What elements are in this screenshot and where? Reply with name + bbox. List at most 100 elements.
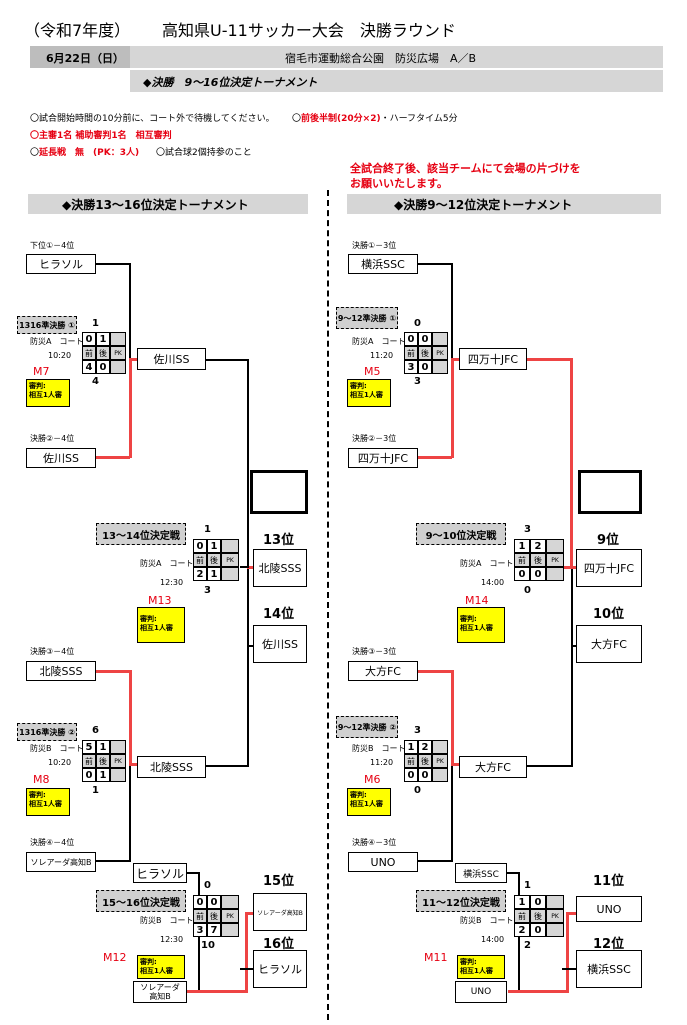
rank-label: 13位 <box>263 533 295 548</box>
date-cell-bg <box>30 46 130 68</box>
winner-line <box>247 566 253 569</box>
left-heading: ◆決勝13～16位決定トーナメント <box>62 198 249 212</box>
match-label: 9～12準決勝 ② <box>336 716 398 738</box>
rank-team-box: 北陵SSS <box>253 549 307 587</box>
note-halves-red: 前後半制(20分×2) <box>301 114 381 124</box>
score-total: 4 <box>92 376 99 387</box>
winner-line <box>451 358 459 361</box>
score-cell <box>432 332 448 346</box>
bracket-line <box>418 860 452 862</box>
winner-line <box>129 358 132 458</box>
score-total: 0 <box>204 880 211 891</box>
court-label: 防災A コート <box>30 337 84 346</box>
score-cell: 0 <box>404 332 418 346</box>
score-cell: 0 <box>96 360 110 374</box>
date-band <box>30 46 663 68</box>
court-label: 防災A コート <box>460 559 514 568</box>
referee-label: 審判: <box>350 791 367 799</box>
match-label: 9～12準決勝 ① <box>336 307 398 329</box>
score-cell: 4 <box>82 360 96 374</box>
team-box: ソレアーダ高知B <box>26 852 96 872</box>
team-box: 北陵SSS <box>26 661 96 681</box>
winner-line <box>129 358 137 361</box>
bracket-line <box>527 765 573 767</box>
referee-box: 審判:相互1人審 <box>457 955 505 979</box>
match-number: M12 <box>103 951 127 964</box>
match-number: M14 <box>465 594 489 607</box>
score-cell: 0 <box>207 895 221 909</box>
rank-label: 15位 <box>263 874 295 889</box>
champion-blank-box <box>250 470 308 514</box>
winner-box: 四万十JFC <box>459 348 527 370</box>
bracket-line <box>562 968 576 970</box>
team-box: ソレアーダ高知B <box>133 981 187 1003</box>
bracket-line <box>129 766 131 862</box>
second-half-label: 後 <box>418 754 432 768</box>
score-cell: 1 <box>96 332 110 346</box>
winner-line <box>245 912 253 915</box>
winner-line <box>451 670 454 766</box>
score-total: 1 <box>92 318 99 329</box>
score-cell <box>221 539 239 553</box>
team-box: 大方FC <box>348 661 418 681</box>
rank-label: 11位 <box>593 874 625 889</box>
referee-box: 審判:相互1人審 <box>26 788 70 816</box>
rank-team-box: 四万十JFC <box>576 549 642 587</box>
referee-label: 審判: <box>29 791 46 799</box>
bracket-line <box>206 359 248 361</box>
right-heading: ◆決勝9～12位決定トーナメント <box>394 198 573 212</box>
score-total: 1 <box>92 785 99 796</box>
score-cell <box>110 740 126 754</box>
score-cell <box>546 567 564 581</box>
pk-label: PK <box>221 909 239 923</box>
score-total: 6 <box>92 725 99 736</box>
center-divider <box>327 190 329 1020</box>
bracket-line <box>206 765 249 767</box>
referee-box: 審判:相互1人審 <box>137 607 185 643</box>
court-label: 防災A コート <box>140 559 194 568</box>
score-cell: 0 <box>82 332 96 346</box>
match-label: 1316準決勝 ② <box>17 723 77 741</box>
right-heading-band <box>347 194 661 214</box>
referee-value: 相互1人審 <box>460 624 493 632</box>
score-cell: 0 <box>514 567 530 581</box>
score-total: 1 <box>524 880 531 891</box>
court-label: 防災B コート <box>352 744 406 753</box>
match-label: 15～16位決定戦 <box>96 890 186 912</box>
referee-value: 相互1人審 <box>29 391 62 399</box>
team-box: ヒラソル <box>26 254 96 274</box>
second-half-label: 後 <box>530 909 546 923</box>
note-overtime-mark: 〇 <box>30 148 40 158</box>
bracket-line <box>507 872 519 874</box>
referee-value: 相互1人審 <box>350 391 383 399</box>
kickoff-time: 12:30 <box>160 578 184 587</box>
score-total: 0 <box>414 318 421 329</box>
bracket-line <box>451 263 453 361</box>
score-cell: 2 <box>514 923 530 937</box>
kickoff-time: 14:00 <box>481 578 505 587</box>
score-cell: 1 <box>207 567 221 581</box>
rank-team-box: ヒラソル <box>253 950 307 988</box>
referee-value: 相互1人審 <box>140 624 173 632</box>
match-number: M13 <box>148 594 172 607</box>
score-cell <box>546 895 564 909</box>
score-cell: 2 <box>530 539 546 553</box>
bracket-line <box>240 968 253 970</box>
team-box: 横浜SSC <box>348 254 418 274</box>
referee-box: 審判:相互1人審 <box>137 955 185 979</box>
second-half-label: 後 <box>207 553 221 567</box>
referee-value: 相互1人審 <box>460 967 493 975</box>
winner-line <box>508 990 568 993</box>
referee-value: 相互1人審 <box>350 800 383 808</box>
score-cell: 0 <box>193 539 207 553</box>
seed-label: 決勝②－4位 <box>30 434 75 443</box>
court-label: 防災B コート <box>460 916 514 925</box>
pk-label: PK <box>110 754 126 768</box>
bracket-line <box>571 568 573 766</box>
rank-team-box: UNO <box>576 896 642 922</box>
first-half-label: 前 <box>193 553 207 567</box>
score-cell: 0 <box>530 895 546 909</box>
score-cell: 7 <box>207 923 221 937</box>
rank-team-box: 佐川SS <box>253 625 307 663</box>
bracket-line <box>96 860 130 862</box>
